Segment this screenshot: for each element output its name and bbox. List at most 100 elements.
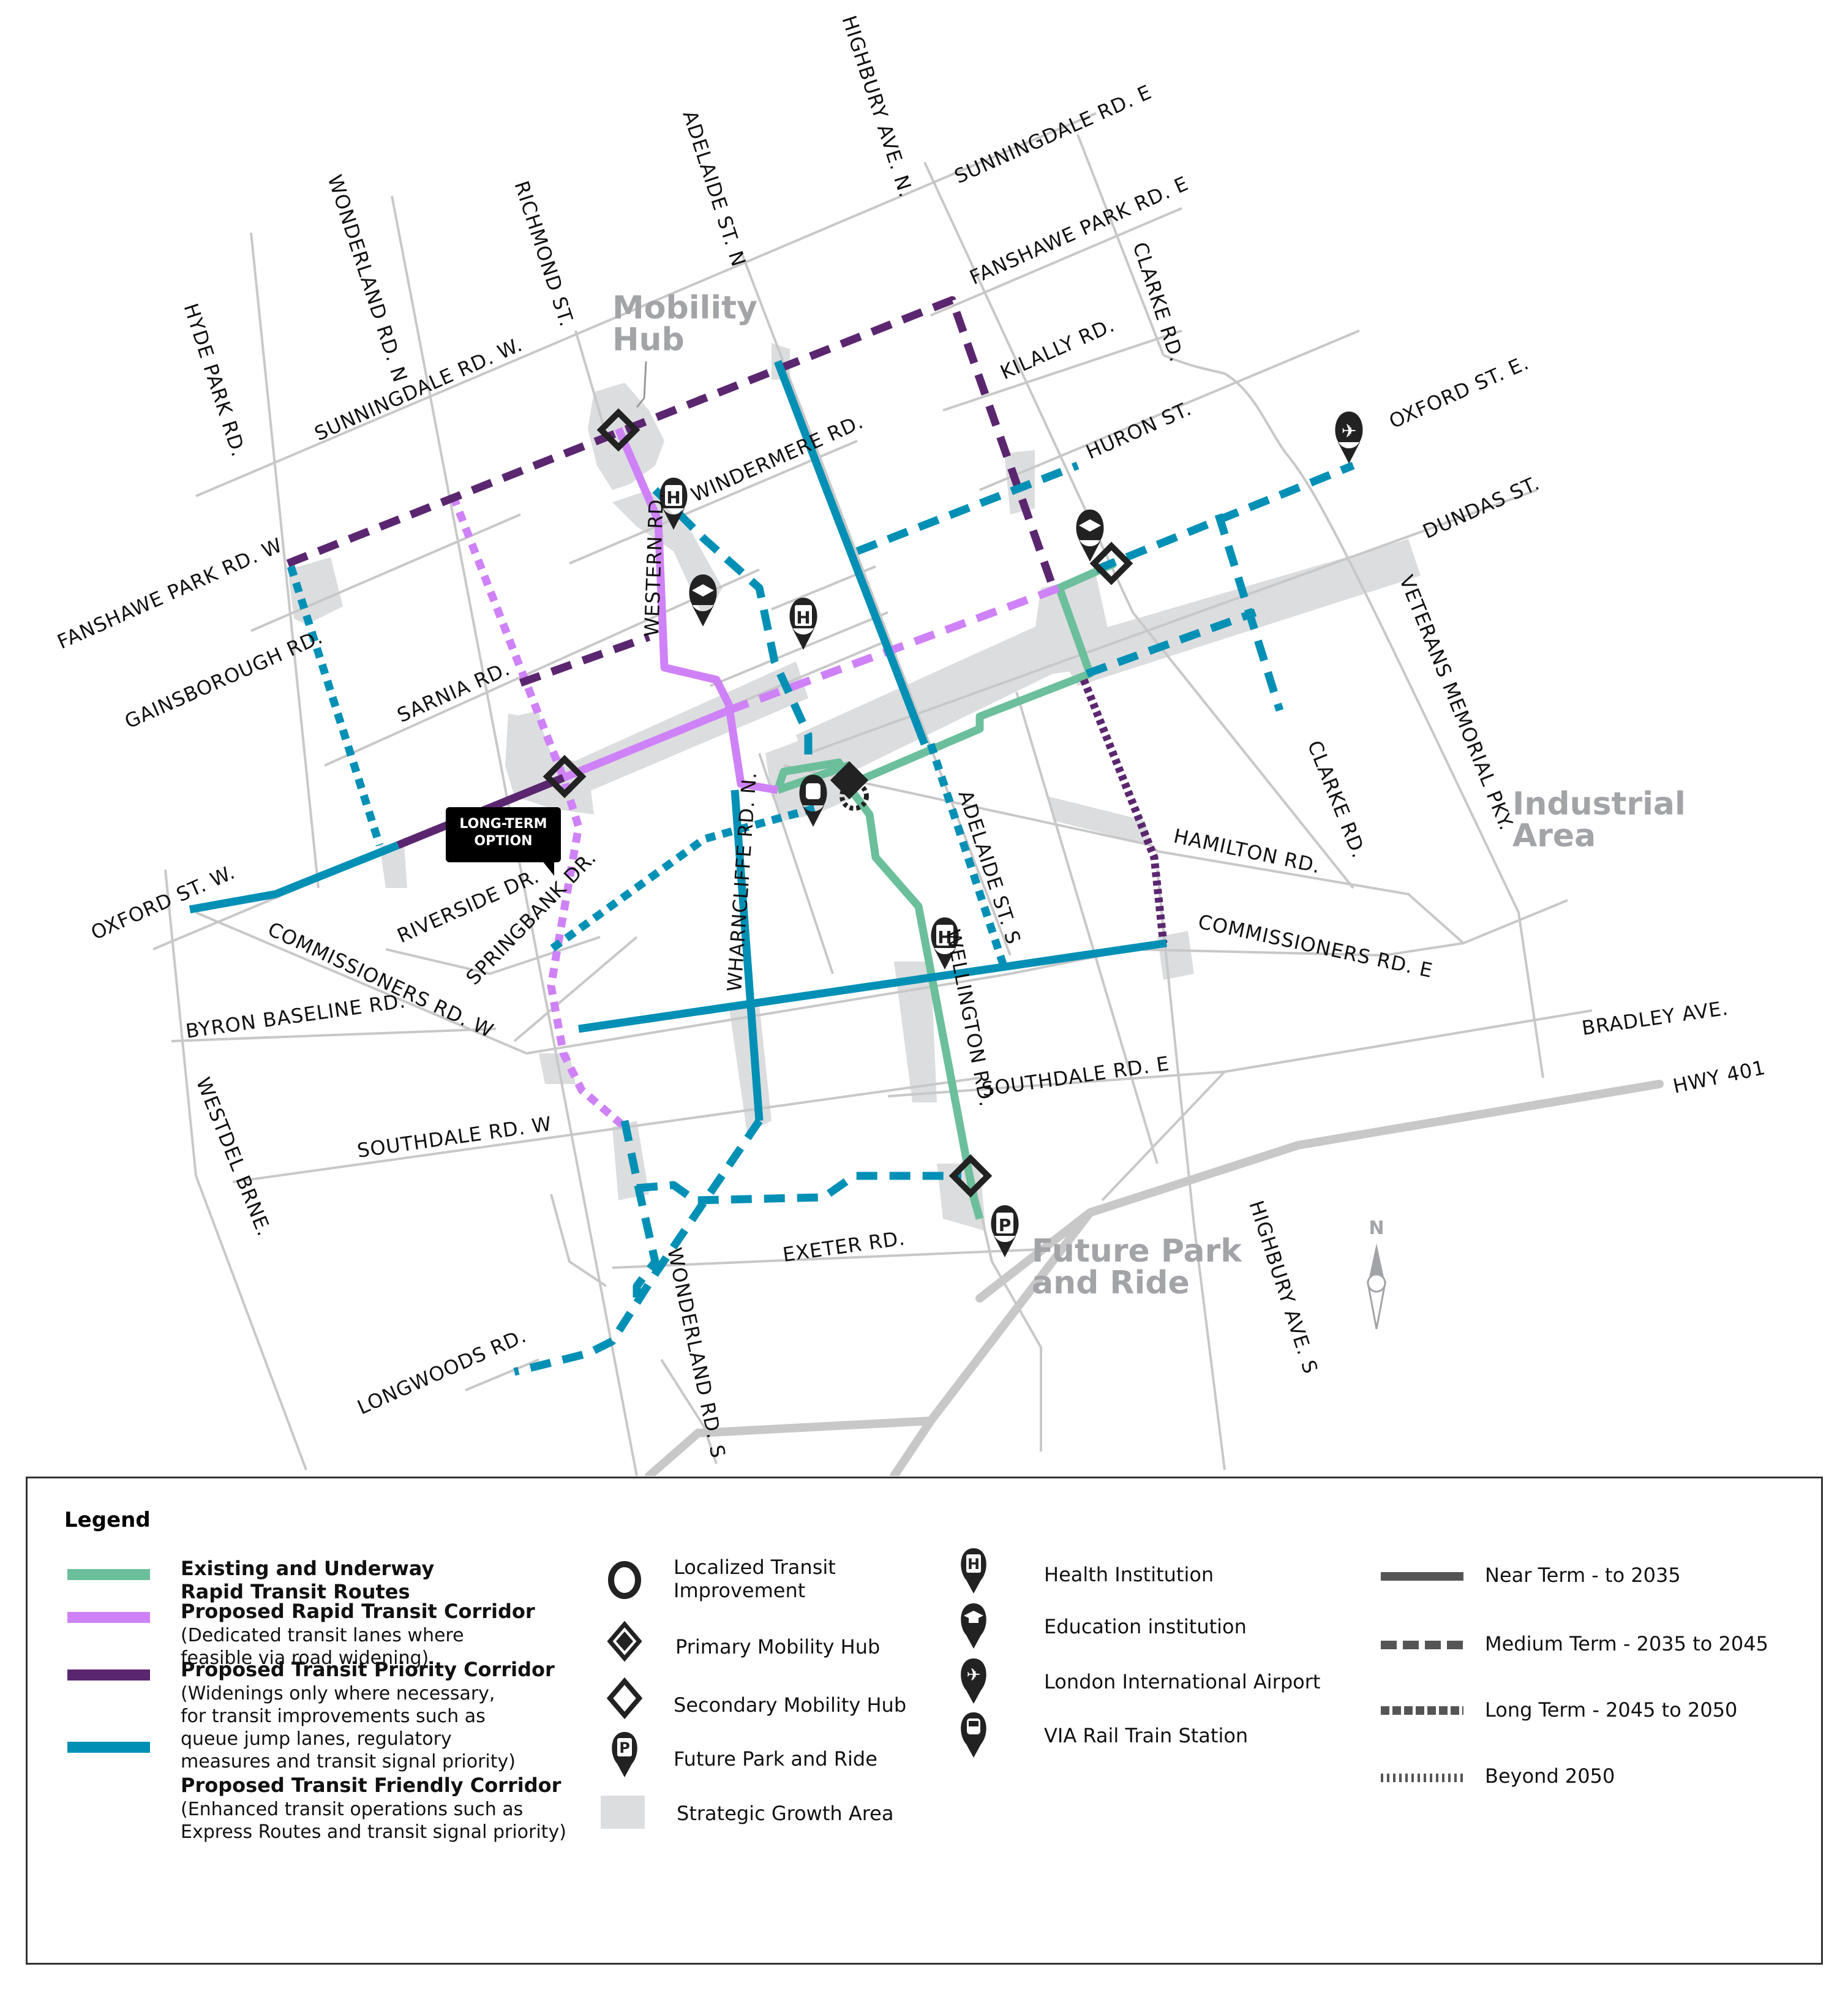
- secondary-hub-icon: [948, 1154, 993, 1198]
- road-label: WONDERLAND RD. S: [663, 1246, 730, 1461]
- road-label: HURON ST.: [1083, 397, 1195, 464]
- airport-icon: ✈: [1335, 412, 1363, 464]
- legend-sublabel: (Widenings only where necessary,: [181, 1683, 495, 1704]
- medium-dash-icon: [1381, 1641, 1463, 1649]
- growth-area-icon: [601, 1796, 645, 1829]
- legend-label: Proposed Transit Priority Corridor: [181, 1658, 555, 1681]
- secondary-hub-icon: [596, 408, 640, 452]
- legend-label: Education institution: [1044, 1615, 1247, 1638]
- svg-text:P: P: [619, 1739, 630, 1756]
- svg-text:LONG-TERM: LONG-TERM: [459, 816, 547, 832]
- legend-label: Strategic Growth Area: [677, 1802, 894, 1825]
- transit-routes: [189, 296, 1355, 1376]
- future-park-and-ride-label: and Ride: [1032, 1265, 1190, 1301]
- svg-text:H: H: [967, 1556, 980, 1573]
- svg-text:H: H: [796, 608, 810, 628]
- legend-label: Proposed Transit Friendly Corridor: [181, 1774, 562, 1797]
- road-label: ADELAIDE ST. N: [678, 108, 750, 270]
- svg-text:N: N: [1369, 1218, 1384, 1239]
- road-label: GAINSBOROUGH RD.: [121, 625, 326, 733]
- road-label: CLARKE RD.: [1303, 737, 1371, 862]
- park-ride-icon: P: [612, 1732, 637, 1777]
- road-label: LONGWOODS RD.: [354, 1323, 530, 1419]
- legend-label: Existing and Underway: [181, 1557, 435, 1580]
- legend-panel: Legend Existing and Underway Rapid Trans…: [26, 1477, 1823, 1965]
- svg-text:P: P: [999, 1215, 1012, 1235]
- legend-sublabel: for transit improvements such as: [181, 1706, 486, 1727]
- road-label: WESTDEL BRNE.: [192, 1074, 277, 1240]
- industrial-area-label: Industrial: [1512, 786, 1686, 822]
- education-icon: [1076, 510, 1104, 562]
- legend-label: Localized Transit: [674, 1556, 836, 1579]
- hospital-icon: H: [789, 598, 817, 650]
- legend-label: Secondary Mobility Hub: [674, 1693, 907, 1717]
- svg-text:✈: ✈: [1341, 421, 1356, 442]
- park-ride-icon: P: [991, 1205, 1019, 1257]
- solid-line-icon: [1381, 1572, 1463, 1581]
- road-label: HIGHBURY AVE. N.: [837, 13, 918, 201]
- swatch-rapid: [67, 1612, 150, 1623]
- road-label: WINDERMERE RD.: [688, 410, 867, 506]
- hospital-icon: H: [931, 917, 959, 969]
- poi-pins: H H ✈ H P: [659, 412, 1363, 1257]
- transit-map: H H ✈ H P N LONG-TERM OPTION HYDE PARK R…: [54, 13, 1768, 1476]
- secondary-hub-icon: [1089, 541, 1133, 585]
- future-park-and-ride-label: Future Park: [1032, 1233, 1242, 1270]
- road-label: WONDERLAND RD. N: [323, 172, 412, 386]
- education-icon: [961, 1603, 986, 1649]
- swatch-priority: [67, 1669, 150, 1680]
- mobility-hub-label: Hub: [612, 322, 685, 358]
- industrial-area-label: Area: [1512, 818, 1596, 854]
- legend-label: Beyond 2050: [1485, 1764, 1615, 1788]
- legend-sublabel: feasible via road widening): [181, 1647, 429, 1669]
- train-icon: [799, 775, 827, 827]
- airport-icon: ✈: [961, 1658, 986, 1704]
- legend-sublabel: (Dedicated transit lanes where: [181, 1625, 464, 1646]
- road-label: SUNNINGDALE RD. E: [951, 80, 1155, 188]
- road-label: SUNNINGDALE RD. W.: [311, 333, 526, 445]
- legend-label: VIA Rail Train Station: [1044, 1724, 1249, 1747]
- beyond-dash-icon: [1381, 1774, 1463, 1782]
- education-icon: [689, 574, 717, 627]
- secondary-hub-icon: [606, 1677, 643, 1720]
- circle-icon: [608, 1561, 641, 1599]
- legend-label: Primary Mobility Hub: [675, 1635, 881, 1658]
- legend-sublabel: (Enhanced transit operations such as: [181, 1799, 524, 1820]
- legend-title: Legend: [64, 1508, 151, 1532]
- road-label: WESTERN RD.: [640, 492, 668, 638]
- svg-text:✈: ✈: [966, 1665, 980, 1685]
- legend-label: Health Institution: [1044, 1563, 1214, 1586]
- pointer-arrow: [636, 361, 647, 408]
- swatch-friendly: [67, 1742, 150, 1753]
- long-dash-icon: [1381, 1706, 1463, 1715]
- hospital-icon: H: [659, 478, 688, 530]
- hospital-icon: H: [961, 1548, 986, 1594]
- secondary-hub-icon: [543, 755, 587, 799]
- legend-label: Improvement: [674, 1579, 806, 1602]
- road-label: WHARNCLIFFE RD. N.: [723, 771, 761, 993]
- road-label: HWY 401: [1671, 1056, 1768, 1098]
- road-label: FANSHAWE PARK RD. W: [54, 533, 286, 654]
- road-label: EXETER RD.: [781, 1226, 907, 1266]
- legend-label: Proposed Rapid Transit Corridor: [181, 1600, 535, 1623]
- road-label: COMMISSIONERS RD. E: [1196, 910, 1435, 982]
- legend-label: Long Term - 2045 to 2050: [1485, 1698, 1738, 1722]
- road-label: DUNDAS ST.: [1419, 471, 1543, 543]
- svg-text:H: H: [666, 487, 680, 508]
- legend-sublabel: Express Routes and transit signal priori…: [181, 1821, 566, 1843]
- train-icon: [961, 1712, 986, 1758]
- long-term-option-callout: LONG-TERM OPTION: [446, 807, 561, 876]
- road-label: KILALLY RD.: [997, 313, 1118, 384]
- road-label: RICHMOND ST.: [509, 178, 579, 329]
- road-label: HYDE PARK RD.: [179, 301, 250, 460]
- swatch-existing: [67, 1569, 150, 1580]
- legend-sublabel: measures and transit signal priority): [181, 1751, 516, 1772]
- north-arrow-icon: N: [1366, 1218, 1387, 1330]
- road-label: BYRON BASELINE RD.: [184, 989, 407, 1043]
- mobility-hubs: [543, 408, 1133, 1198]
- road-label: SOUTHDALE RD. E: [980, 1052, 1171, 1101]
- road-label: SARNIA RD.: [394, 657, 514, 727]
- road-label: OXFORD ST. E.: [1386, 351, 1533, 434]
- mobility-hub-label: Mobility: [612, 290, 757, 326]
